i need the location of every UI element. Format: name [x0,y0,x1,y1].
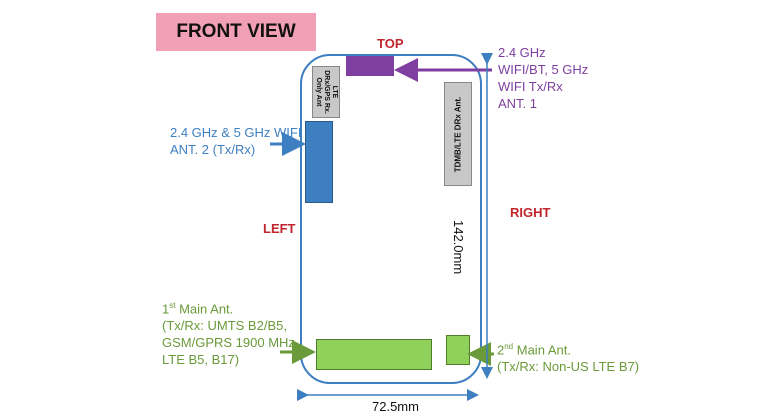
wifi-ant2-line-2: ANT. 2 (Tx/Rx) [170,142,256,157]
main-ant1-block [316,339,432,370]
wifi-ant1-line-1: 2.4 GHz [498,45,546,60]
main-ant2-heading: 2nd Main Ant. [497,338,639,358]
page-title: FRONT VIEW [156,13,316,51]
wifi-ant1-label: 2.4 GHz WIFI/BT, 5 GHz WIFI Tx/Rx ANT. 1 [498,44,588,112]
width-label: 72.5mm [372,399,419,414]
wifi-ant1-block [346,56,394,76]
main-ant1-line-1: (Tx/Rx: UMTS B2/B5, [162,318,287,334]
wifi-ant2-label: 2.4 GHz & 5 GHz WIFI ANT. 2 (Tx/Rx) [170,124,301,158]
wifi-ant1-line-3: WIFI Tx/Rx [498,79,563,94]
main-ant2-ordinal: 2 [497,342,505,358]
left-label: LEFT [263,221,296,236]
top-label: TOP [377,36,404,51]
main-ant2-label: 2nd Main Ant. (Tx/Rx: Non-US LTE B7) [497,338,639,375]
main-ant1-label: 1st Main Ant. (Tx/Rx: UMTS B2/B5, GSM/GP… [162,297,299,368]
wifi-ant1-line-4: ANT. 1 [498,96,538,111]
wifi-ant1-line-2: WIFI/BT, 5 GHz [498,62,589,77]
lte-gps-ant-block: LTE DRx/GPS Rx. Only Ant [312,66,340,118]
main-ant1-ordinal: 1 [162,301,170,317]
main-ant1-heading-text: Main Ant. [175,301,234,317]
wifi-ant2-block [305,121,333,203]
main-ant1-sup: st [169,301,176,310]
main-ant2-heading-text: Main Ant. [513,342,571,358]
main-ant2-line-1: (Tx/Rx: Non-US LTE B7) [497,359,640,375]
main-ant1-line-2: GSM/GPRS 1900 MHz, [162,335,299,351]
main-ant1-line-3: LTE B5, B17) [162,352,240,368]
wifi-ant2-line-1: 2.4 GHz & 5 GHz WIFI [170,125,302,140]
height-label: 142.0mm [451,220,466,275]
main-ant2-sup: nd [504,342,514,351]
main-ant1-heading: 1st Main Ant. [162,297,299,317]
tdmb-ant-block: TDMB/LTE DRx Ant. [444,82,472,186]
right-label: RIGHT [510,205,551,220]
